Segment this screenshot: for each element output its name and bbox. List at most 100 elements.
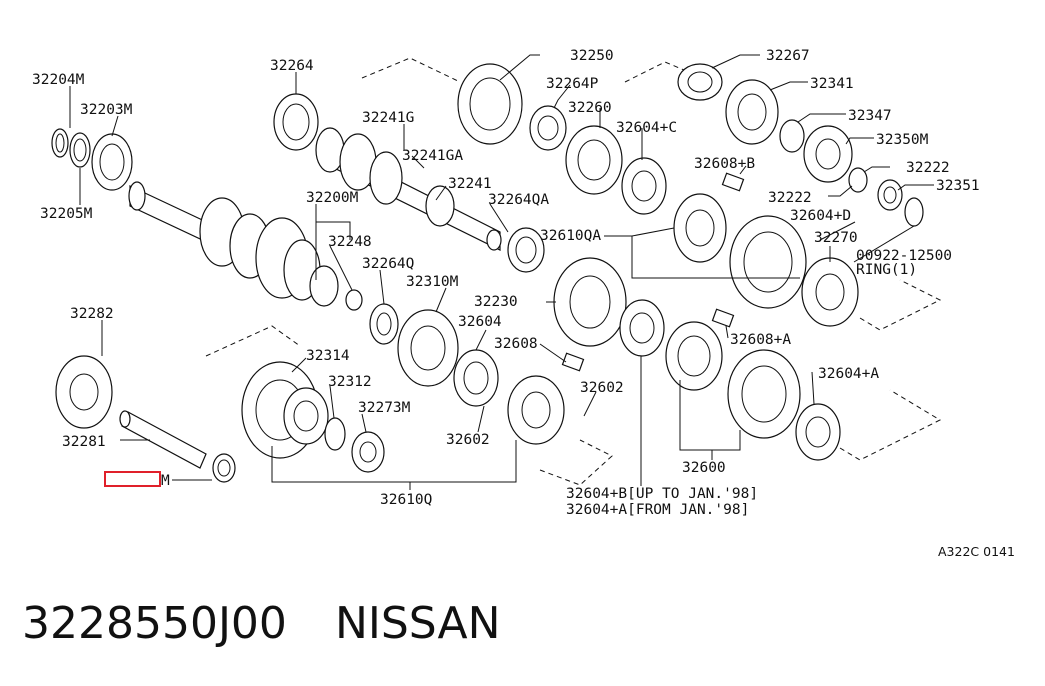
label-32600[interactable]: 32600 [682,460,726,476]
label-32222-upper[interactable]: 32222 [906,160,950,176]
label-32200m[interactable]: 32200M [306,190,359,206]
sleeve-32604d [729,215,807,309]
label-32604c[interactable]: 32604+C [616,120,677,136]
label-32241[interactable]: 32241 [448,176,492,192]
label-32608a[interactable]: 32608+A [730,332,791,348]
label-32205m[interactable]: 32205M [40,206,93,222]
bearing-32203m [91,133,133,191]
insert-32608b [721,172,745,192]
label-32350m[interactable]: 32350M [876,132,929,148]
synchro-hub-32604b [619,299,665,357]
label-32602-right[interactable]: 32602 [580,380,624,396]
insert-32608 [561,352,585,372]
part-labels: 32204M 32203M 32205M 32264 32241G 32241G… [32,48,1015,559]
needle-bearing-32264qa [507,227,545,273]
label-32602-left[interactable]: 32602 [446,432,490,448]
label-32604a[interactable]: 32604+A [818,366,879,382]
reverse-idler-shaft-32281 [119,410,207,469]
label-32230[interactable]: 32230 [474,294,518,310]
dashed-bracket-top-right [624,61,685,83]
label-32241ga[interactable]: 32241GA [402,148,463,164]
label-32341[interactable]: 32341 [810,76,854,92]
insert-32608a [711,308,735,328]
gear-32600-a [665,321,723,391]
label-32241g[interactable]: 32241G [362,110,414,126]
gear-32602 [507,375,565,445]
label-32608[interactable]: 32608 [494,336,538,352]
label-32264[interactable]: 32264 [270,58,314,74]
dashed-bracket-right [859,279,942,331]
highlight-box [104,471,161,487]
brand-name: NISSAN [334,598,501,649]
dashed-bracket-top [361,57,461,83]
note-up-to-jan-98: 32604+B[UP TO JAN.'98] [566,486,758,502]
gear-32310m [397,309,459,387]
dashed-bracket-bottom-mid [539,439,613,486]
synchro-hub-32604a [795,403,841,461]
label-32204m[interactable]: 32204M [32,72,85,88]
mainshaft-32200m [128,181,339,307]
reverse-idler-gear-32282 [55,355,113,429]
snap-ring-32204m [51,128,69,158]
label-32248[interactable]: 32248 [328,234,372,250]
label-ring: RING(1) [856,262,917,278]
snap-ring-32222-a [848,167,868,193]
bushing-32248 [345,289,363,311]
gear-32250 [457,63,523,145]
synchro-hub-32610qa [673,193,727,263]
label-00922-12500[interactable]: 00922-12500 [856,248,952,264]
note-from-jan-98: 32604+A[FROM JAN.'98] [566,502,749,518]
synchro-hub-32604c [621,157,667,215]
label-32273m[interactable]: 32273M [358,400,411,416]
gear-32260 [565,125,623,195]
washer-32351 [877,179,903,211]
label-32281[interactable]: 32281 [62,434,106,450]
label-32264q[interactable]: 32264Q [362,256,414,272]
label-32608b[interactable]: 32608+B [694,156,755,172]
label-32285m-highlighted[interactable]: M [104,471,170,489]
part-caption: 3228550J00 NISSAN [22,598,501,649]
label-32267[interactable]: 32267 [766,48,810,64]
label-32610qa[interactable]: 32610QA [540,228,601,244]
part-number: 3228550J00 [22,598,287,649]
label-32314[interactable]: 32314 [306,348,350,364]
snap-ring-32312 [324,417,346,451]
spacer-32347 [779,119,805,153]
leader-lines [69,54,934,490]
label-32270[interactable]: 32270 [814,230,858,246]
dashed-bracket-mid-left [205,325,301,357]
label-32260[interactable]: 32260 [568,100,612,116]
label-32264qa[interactable]: 32264QA [488,192,549,208]
label-32285m-suffix: M [161,473,170,489]
dashed-bracket-bottom-right [839,389,942,461]
label-32310m[interactable]: 32310M [406,274,459,290]
label-32282[interactable]: 32282 [70,306,114,322]
label-32347[interactable]: 32347 [848,108,892,124]
gear-32270 [801,257,859,327]
baulk-ring-32604 [453,349,499,407]
label-32351[interactable]: 32351 [936,178,980,194]
bushing-32285m [212,453,236,483]
ring-00922-12500 [904,197,924,227]
label-32203m[interactable]: 32203M [80,102,133,118]
bearing-32350m [803,125,853,183]
label-32604d[interactable]: 32604+D [790,208,851,224]
needle-bearing-32264q [369,303,399,345]
label-32250[interactable]: 32250 [570,48,614,64]
label-32312[interactable]: 32312 [328,374,372,390]
washer-32205m [69,132,91,168]
bearing-32264 [273,93,319,151]
gear-32341 [725,79,779,145]
needle-bearing-32273m [351,431,385,473]
label-32264p[interactable]: 32264P [546,76,599,92]
bushing-32267 [677,63,723,101]
label-32604[interactable]: 32604 [458,314,502,330]
label-32222-lower[interactable]: 32222 [768,190,812,206]
sleeve-32600-b [727,349,801,439]
diagram-reference-code: A322C 0141 [938,544,1015,559]
label-32610q[interactable]: 32610Q [380,492,432,508]
sleeve-32264p [529,105,567,151]
countershaft-32241 [315,127,502,251]
